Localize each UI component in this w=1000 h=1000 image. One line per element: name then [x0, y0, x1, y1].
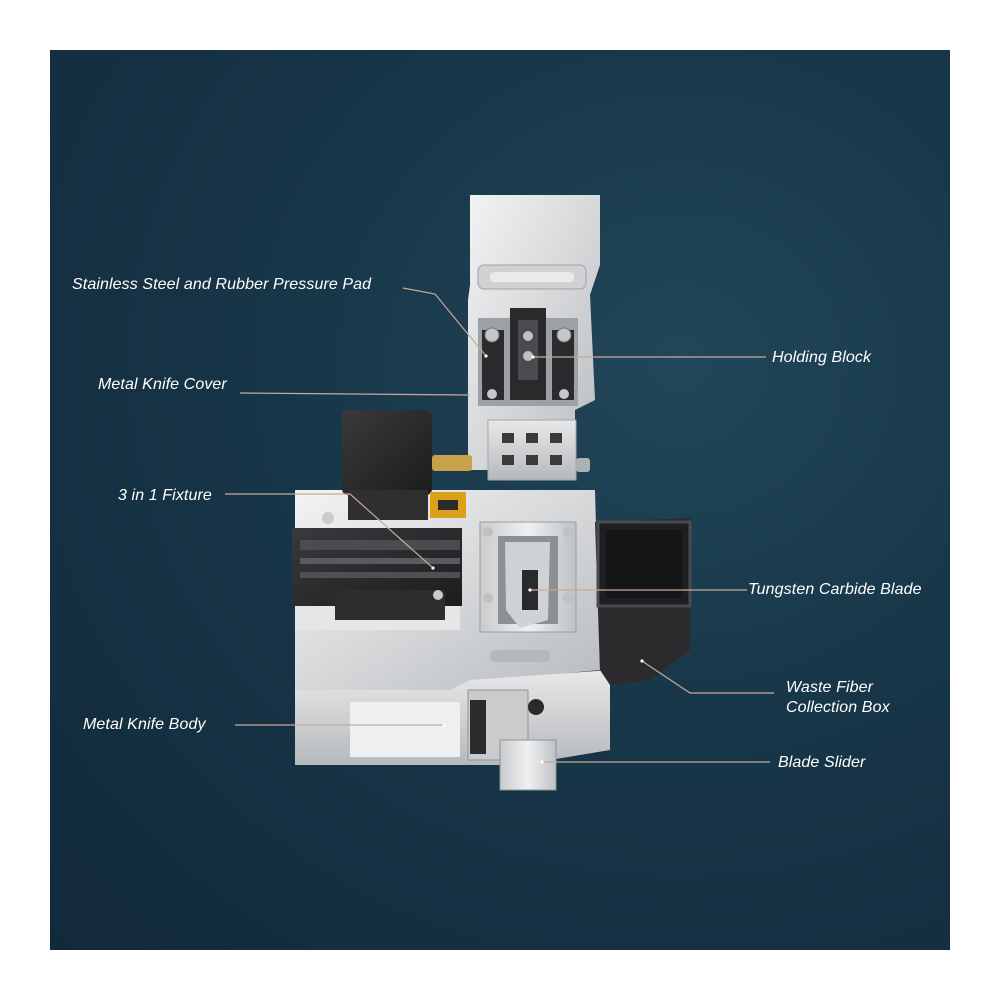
- knife-cover-shape: [468, 195, 600, 470]
- label-pressure-pad: Stainless Steel and Rubber Pressure Pad: [72, 276, 372, 293]
- blade-carriage-shape: [479, 521, 577, 633]
- label-fixture: 3 in 1 Fixture: [118, 487, 212, 504]
- hinge-shape: [432, 419, 590, 481]
- label-waste-box-line1: Waste Fiber: [786, 679, 874, 696]
- label-waste-box-line2: Collection Box: [786, 699, 890, 716]
- waste-box-shape: [595, 518, 692, 685]
- diagram-panel: Stainless Steel and Rubber Pressure Pad …: [50, 50, 950, 950]
- label-holding-block: Holding Block: [772, 349, 872, 366]
- label-blade-slider: Blade Slider: [778, 754, 866, 771]
- label-knife-body: Metal Knife Body: [83, 716, 206, 733]
- label-blade: Tungsten Carbide Blade: [748, 581, 922, 598]
- blade-slider-shape: [467, 689, 557, 791]
- label-knife-cover: Metal Knife Cover: [98, 376, 227, 393]
